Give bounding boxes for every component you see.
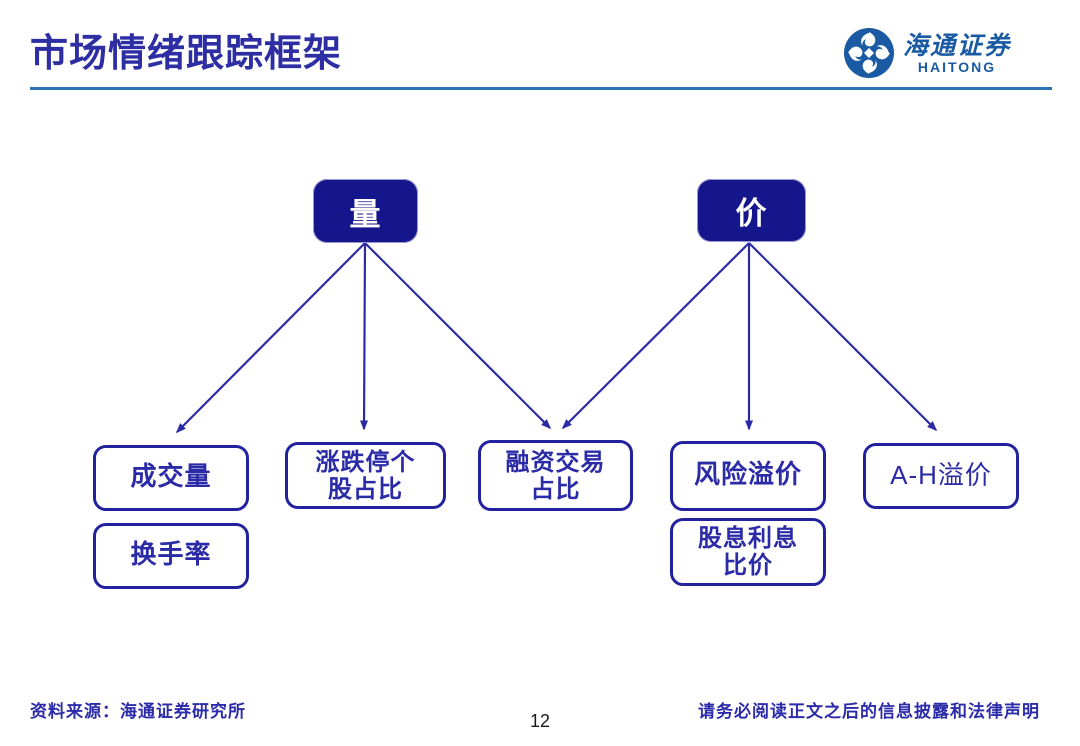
- page-title: 市场情绪跟踪框架: [30, 30, 343, 75]
- leaf-node-margin-trading-ratio: 融资交易 占比: [478, 440, 633, 511]
- leaf-node-risk-premium: 风险溢价: [670, 441, 826, 511]
- edge-volume-chengjiaoliang: [175, 242, 366, 434]
- leaf-node-dividend-interest-ratio: 股息利息 比价: [670, 518, 826, 586]
- haitong-logo: 海通证券 HAITONG: [843, 24, 1023, 82]
- page-number: 12: [529, 711, 551, 731]
- leaf-label-line: 股息利息: [698, 523, 798, 553]
- logo-wordmark: 海通证券 HAITONG: [903, 33, 1011, 74]
- leaf-node-turnover-rate: 换手率: [93, 523, 249, 589]
- footer-disclaimer: 请务必阅读正文之后的信息披露和法律声明: [698, 702, 1040, 722]
- leaf-node-ah-premium: A-H溢价: [863, 443, 1019, 509]
- leaf-label-line: 比价: [723, 550, 773, 579]
- edge-volume-rongzi: [364, 242, 552, 430]
- haitong-swirl-icon: [844, 28, 894, 78]
- leaf-label-line: 股占比: [328, 473, 403, 503]
- edge-price-ah: [748, 242, 938, 432]
- root-node-price: 价: [697, 179, 806, 242]
- leaf-label-line: 融资交易: [505, 446, 606, 476]
- header-divider: [30, 87, 1052, 90]
- logo-company-en: HAITONG: [917, 58, 997, 75]
- leaf-node-limit-stocks-ratio: 涨跌停个 股占比: [285, 442, 446, 509]
- leaf-label-line: 涨跌停个: [315, 446, 416, 476]
- root-node-volume: 量: [313, 179, 418, 243]
- edge-volume-zhangdieting: [360, 242, 369, 431]
- leaf-label-line: 占比: [530, 473, 581, 503]
- edge-price-rongzi: [561, 242, 750, 430]
- logo-company-cn: 海通证券: [903, 30, 1012, 60]
- leaf-node-trading-volume: 成交量: [93, 445, 249, 511]
- footer-source-note: 资料来源：海通证券研究所: [30, 702, 246, 722]
